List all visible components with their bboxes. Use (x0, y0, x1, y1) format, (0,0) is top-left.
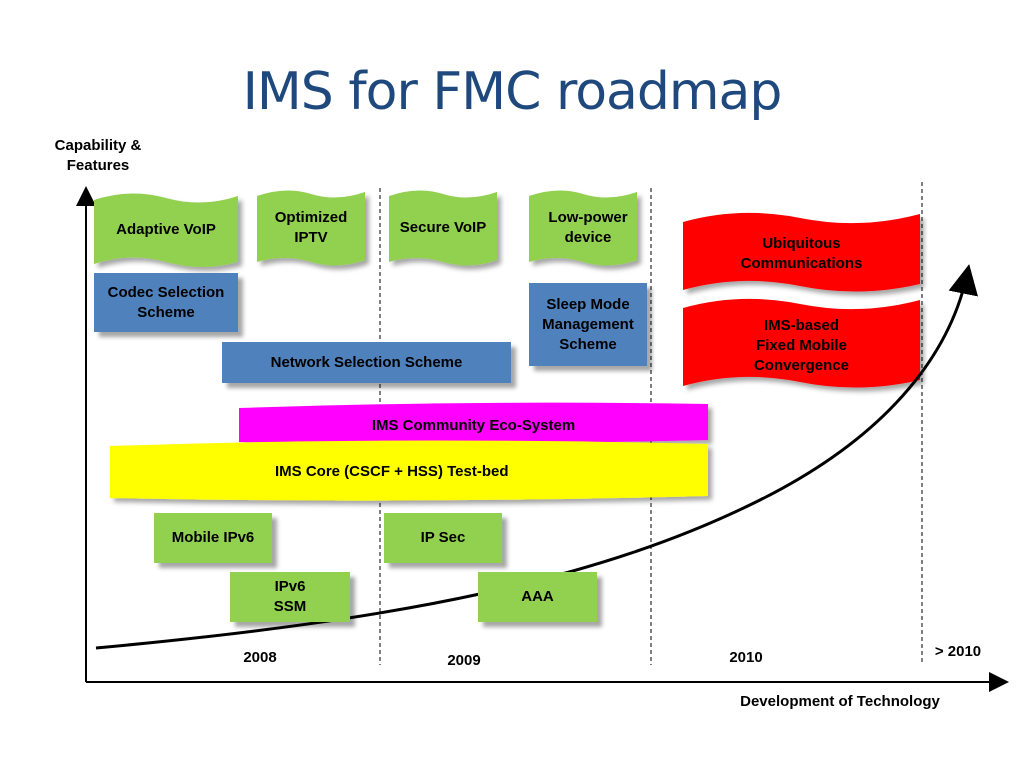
flag-label-secure-voip: Secure VoIP (399, 219, 487, 236)
flag-label-optimized-iptv: Optimized IPTV (274, 209, 348, 246)
flag-ubiquitous (683, 212, 920, 292)
flag-optimized-iptv (257, 190, 365, 266)
flag-adaptive-voip (94, 193, 238, 267)
period-2008: 2008 (243, 649, 277, 666)
box-aaa: AAA (478, 572, 597, 622)
box-sleep-mode: Sleep Mode Management Scheme (529, 283, 647, 366)
box-codec-selection: Codec Selection Scheme (94, 273, 238, 332)
y-axis-label: Capability & Features (54, 137, 142, 174)
period-2010: 2010 (729, 649, 763, 666)
x-axis-label: Development of Technology (740, 693, 940, 710)
label-core: IMS Core (CSCF + HSS) Test-bed (275, 462, 509, 480)
flag-ims-fmc (683, 298, 920, 388)
flag-label-adaptive-voip: Adaptive VoIP (116, 221, 216, 238)
box-network-selection: Network Selection Scheme (222, 342, 511, 383)
period-beyond-2010: > 2010 (934, 643, 982, 660)
flag-label-low-power: Low-power device (548, 209, 628, 246)
box-ip-sec: IP Sec (384, 513, 502, 563)
box-ipv6-ssm: IPv6 SSM (230, 572, 350, 622)
flag-label-ims-fmc: IMS-based Fixed Mobile Convergence (753, 317, 850, 374)
page-title: IMS for FMC roadmap (242, 62, 783, 122)
band-core (110, 440, 708, 501)
label-eco-system: IMS Community Eco-System (371, 416, 576, 434)
flag-secure-voip (389, 190, 497, 266)
band-eco-system (239, 402, 708, 444)
flag-low-power (529, 190, 637, 266)
flag-label-ubiquitous: Ubiquitous Communications (740, 235, 863, 272)
box-mobile-ipv6: Mobile IPv6 (154, 513, 272, 563)
period-2009: 2009 (447, 652, 481, 669)
